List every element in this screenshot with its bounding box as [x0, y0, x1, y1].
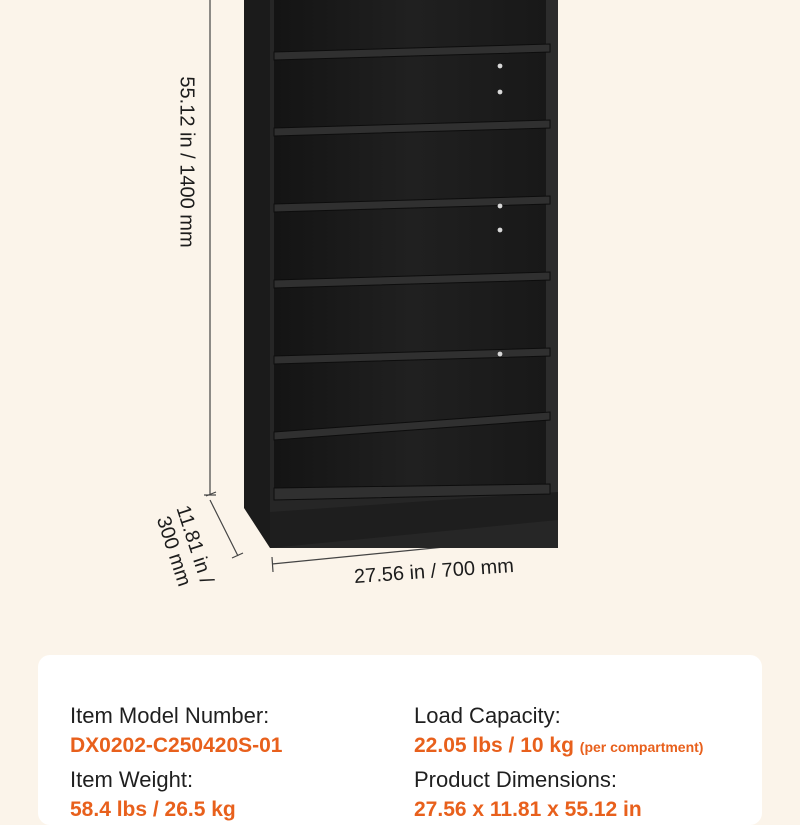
- weight-label: Item Weight:: [70, 767, 194, 792]
- spec-product-dimensions: Product Dimensions: 27.56 x 11.81 x 55.1…: [414, 767, 642, 822]
- load-value-row: 22.05 lbs / 10 kg (per compartment): [414, 734, 703, 758]
- weight-value: 58.4 lbs / 26.5 kg: [70, 798, 236, 821]
- shelf-pins: [497, 63, 503, 357]
- spec-load-capacity: Load Capacity: 22.05 lbs / 10 kg (per co…: [414, 703, 703, 758]
- spec-weight: Item Weight: 58.4 lbs / 26.5 kg: [70, 767, 236, 822]
- model-value: DX0202-C250420S-01: [70, 734, 283, 757]
- load-value: 22.05 lbs / 10 kg: [414, 734, 574, 757]
- load-note: (per compartment): [579, 739, 704, 755]
- depth-dimension-line: [205, 491, 244, 559]
- spec-model: Item Model Number: DX0202-C250420S-01: [70, 703, 282, 758]
- product-dim-label: Product Dimensions:: [414, 767, 617, 792]
- bookcase-illustration: [204, 0, 558, 573]
- bookcase: [244, 0, 558, 548]
- product-dim-value: 27.56 x 11.81 x 55.12 in: [414, 798, 642, 821]
- height-dimension-line: [204, 0, 216, 496]
- shelves: [273, 43, 551, 501]
- height-dimension-label: 55.12 in / 1400 mm: [175, 76, 198, 248]
- model-label: Item Model Number:: [70, 703, 270, 728]
- product-stage: 55.12 in / 1400 mm 11.81 in / 300 mm 27.…: [152, 0, 558, 589]
- load-label: Load Capacity:: [414, 703, 561, 728]
- spec-card: Item Model Number: DX0202-C250420S-01 Lo…: [38, 655, 762, 825]
